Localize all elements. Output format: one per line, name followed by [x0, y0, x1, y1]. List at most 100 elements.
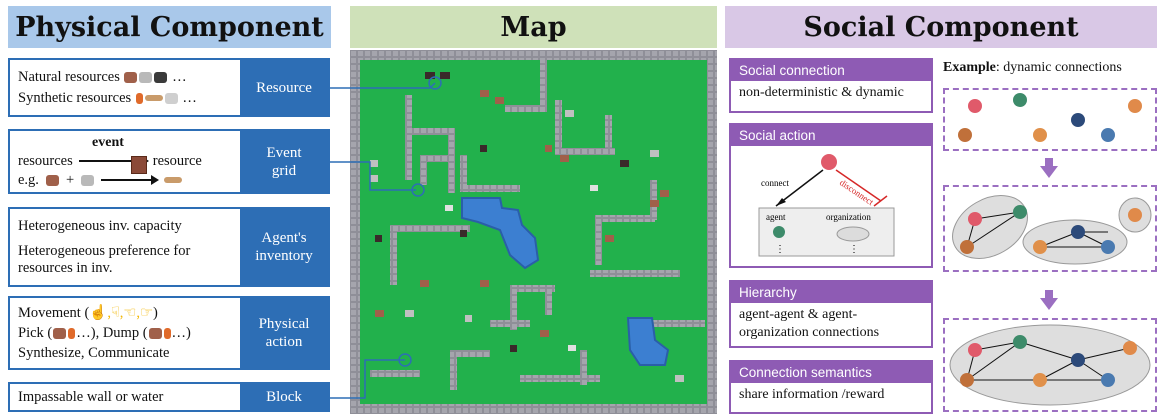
agent-navy	[1071, 225, 1085, 239]
event-label: event	[92, 134, 124, 150]
wood-icon	[148, 328, 162, 340]
hierarchy-body: agent-agent & agent- organization connec…	[731, 303, 931, 345]
map-title: Map	[350, 6, 717, 48]
agent-dots: ⋮	[775, 244, 785, 255]
resource-label: Resource	[256, 79, 312, 96]
agent-navy	[1071, 353, 1085, 367]
natural-resources-line: Natural resources …	[18, 69, 232, 86]
torch-icon	[68, 328, 76, 340]
connection-semantics-box: Connection semantics share information /…	[729, 360, 933, 414]
inventory-label-1: Agent's	[261, 230, 307, 246]
grid-world-map	[350, 50, 717, 414]
hierarchy-header: Hierarchy	[731, 282, 931, 303]
agent-brown	[960, 373, 974, 387]
physical-component-title: Physical Component	[8, 6, 331, 48]
agent-red	[968, 212, 982, 226]
wall-border-right	[707, 50, 717, 414]
connection-semantics-header: Connection semantics	[731, 362, 931, 383]
down-arrow-1	[1040, 166, 1058, 178]
group-left	[952, 195, 1028, 259]
wood-icon	[53, 328, 67, 340]
wall-border-left	[350, 50, 360, 414]
agent-avatar	[773, 226, 785, 238]
agent-blue	[1101, 373, 1115, 387]
hammer-icon	[144, 95, 163, 102]
agent-green	[1013, 205, 1027, 219]
synthesize-text: Synthesize, Communicate	[18, 345, 170, 361]
stage-1-agents	[958, 93, 1142, 142]
torch-icon	[163, 328, 171, 340]
disconnect-bar	[873, 195, 888, 207]
natural-resources-label: Natural resources	[18, 68, 120, 85]
block-row: Impassable wall or water Block	[8, 382, 330, 412]
movement-end: )	[153, 305, 158, 321]
agent-peach	[1033, 128, 1047, 142]
wall-border-top	[350, 50, 717, 60]
agent-orange	[1123, 341, 1137, 355]
hammer-icon	[164, 177, 183, 183]
agent-blue	[1101, 128, 1115, 142]
ellipsis: …	[182, 89, 197, 106]
torch-icon	[135, 92, 143, 104]
agent-brown	[958, 128, 972, 142]
example-arrow	[101, 175, 160, 185]
organization-text: organization	[826, 212, 871, 222]
event-grid-row: event resources resource e.g. + Event gr…	[8, 129, 330, 194]
hierarchy-box: Hierarchy agent-agent & agent- organizat…	[729, 280, 933, 348]
block-label: Block	[266, 389, 302, 405]
social-connection-body: non-deterministic & dynamic	[739, 85, 904, 100]
resource-row: Natural resources … Synthetic resources …	[8, 58, 330, 117]
hand-icons: ☝,☟,☜,☞	[89, 305, 154, 321]
inv-preference-line-1: Heterogeneous preference for	[18, 242, 191, 259]
water-lake-center	[461, 197, 540, 270]
group-middle	[1022, 219, 1128, 265]
agent-orange	[1128, 208, 1142, 222]
social-component-title: Social Component	[725, 6, 1157, 48]
pick-dump-line: Pick (…), Dump (…)	[18, 325, 232, 342]
ellipsis: …	[172, 68, 187, 85]
agent-green	[1013, 335, 1027, 349]
agent-avatar-top	[821, 154, 837, 170]
physical-action-label-box: Physical action	[240, 298, 328, 368]
social-connection-header: Social connection	[731, 60, 931, 81]
inventory-label-2: inventory	[255, 248, 313, 264]
dump-end: …)	[171, 325, 191, 341]
coal-icon	[154, 71, 168, 83]
organization-ellipse	[836, 226, 870, 242]
down-arrow-stem-1	[1045, 158, 1053, 166]
social-action-header: Social action	[731, 125, 931, 146]
example-stage-1	[943, 88, 1157, 151]
pick-text: Pick (	[18, 325, 53, 341]
wall-border-bottom	[350, 404, 717, 414]
physical-action-label-2: action	[265, 334, 303, 350]
wood-icon	[45, 174, 59, 186]
agent-blue	[1101, 240, 1115, 254]
connect-arrowhead	[776, 198, 786, 206]
physical-action-row: Movement (☝,☟,☜,☞) Pick (…), Dump (…) Sy…	[8, 296, 330, 370]
group-all	[949, 324, 1151, 406]
stone-icon	[139, 71, 153, 83]
example-bold: Example	[943, 60, 996, 75]
agent-red	[968, 343, 982, 357]
example-caption: Example: dynamic connections	[943, 60, 1122, 76]
movement-text: Movement (	[18, 305, 90, 321]
ingot-icon	[164, 92, 178, 104]
disconnect-line	[835, 169, 882, 202]
block-text: Impassable wall or water	[10, 384, 240, 410]
agent-orange	[1128, 99, 1142, 113]
synthetic-resources-line: Synthetic resources …	[18, 90, 232, 107]
hierarchy-body-line-2: organization connections	[739, 325, 880, 340]
social-action-box: Social action connect disconnect agent o…	[729, 123, 933, 268]
event-formula: resources resource	[18, 153, 232, 170]
organization-dots: ⋮	[849, 244, 859, 255]
stage-3-hierarchy	[949, 324, 1151, 406]
eg-text: e.g.	[18, 171, 39, 188]
inv-capacity-text: Heterogeneous inv. capacity	[18, 217, 182, 234]
agent-brown	[960, 240, 974, 254]
agent-peach	[1033, 240, 1047, 254]
social-connection-box: Social connection non-deterministic & dy…	[729, 58, 933, 113]
physical-action-label-1: Physical	[258, 316, 310, 332]
agent-green	[1013, 93, 1027, 107]
down-arrow-2	[1040, 298, 1058, 310]
social-action-diagram: connect disconnect agent organization ⋮ …	[758, 154, 895, 257]
